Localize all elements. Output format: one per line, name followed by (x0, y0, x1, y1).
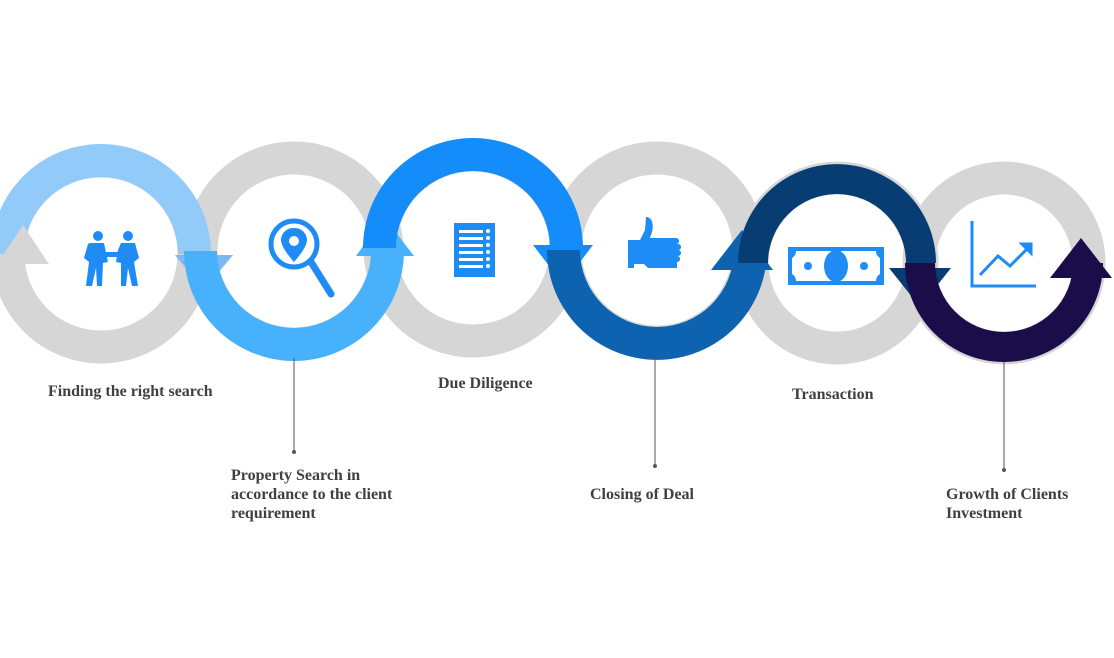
step-1-arrowhead (0, 225, 49, 264)
growth-chart-icon (970, 221, 1036, 288)
thumbs-up-icon (628, 217, 681, 268)
step-4-label: Closing of Deal (590, 486, 694, 503)
step-5-label: Transaction (792, 386, 874, 403)
step-1-label: Finding the right search (48, 383, 213, 400)
step-6-arc (905, 238, 1112, 362)
step-3-label: Due Diligence (438, 375, 533, 392)
leader-lines (292, 358, 1006, 472)
step-6-label: Growth of Clients Investment (946, 486, 1069, 522)
handshake-people-icon (84, 231, 139, 286)
document-checklist-icon (454, 223, 495, 277)
money-bill-icon (788, 247, 884, 285)
location-search-icon (268, 218, 335, 298)
step-6-arrowhead (1050, 238, 1112, 278)
step-2-label: Property Search in accordance to the cli… (231, 467, 393, 522)
